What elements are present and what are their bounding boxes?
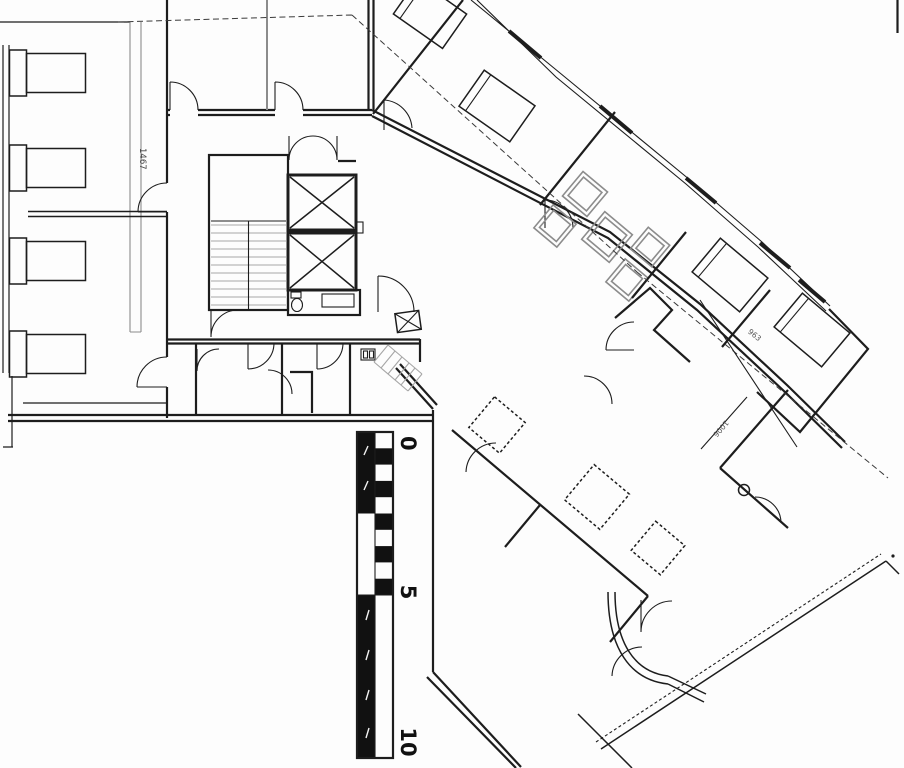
door-arc	[383, 99, 413, 130]
door-arc	[247, 342, 275, 370]
corridor-steps	[373, 344, 423, 392]
sink-fixture	[360, 348, 376, 361]
wc-room	[286, 288, 362, 317]
terrace-parapet	[600, 560, 900, 750]
bed	[8, 237, 87, 285]
lounge-area	[532, 170, 671, 303]
lobby-double-door	[288, 135, 356, 163]
lower-partition	[719, 389, 789, 529]
left-wing-outer-wall	[0, 21, 167, 448]
staircase	[207, 153, 290, 338]
table	[563, 463, 631, 531]
bottom-terrace-wall	[8, 413, 433, 423]
scale-segment	[357, 595, 375, 758]
door-arc	[611, 646, 643, 677]
door-arc	[210, 309, 239, 338]
dimension-label-963: 963	[746, 327, 763, 343]
dimension-label-1006: 1006	[711, 418, 730, 438]
corridor-window-wall	[129, 22, 142, 333]
bed	[8, 330, 87, 378]
door-arc	[137, 182, 168, 213]
toilet-fixture	[290, 291, 304, 313]
door-arc	[136, 356, 168, 388]
upper-diagonal-wing	[371, 0, 846, 449]
scan-scratches	[363, 445, 370, 739]
table	[630, 520, 686, 576]
scale-tick-5: 5	[396, 585, 420, 600]
bed	[457, 69, 537, 143]
lounge-table	[629, 226, 671, 268]
bed	[773, 292, 851, 368]
diagonal-corridor-wall	[371, 109, 846, 449]
lower-wing	[426, 395, 900, 768]
door-arc	[754, 496, 782, 524]
dimension-label-1467: 1467	[137, 148, 147, 170]
right-wing: 1006 963	[583, 231, 870, 529]
lounge-table	[532, 203, 578, 249]
door-arc	[196, 348, 220, 372]
wing-transition-wall	[395, 363, 438, 410]
door-arc	[377, 275, 415, 313]
stepped-wall	[614, 286, 691, 363]
column-detail	[737, 483, 751, 497]
scale-tick-0: 0	[396, 436, 420, 451]
terrace-parapet-inner	[595, 553, 882, 743]
left-wing: 1467	[0, 0, 433, 448]
right-wing-walls	[631, 231, 870, 434]
lounge-table	[561, 170, 609, 218]
scale-divider	[357, 432, 393, 758]
lower-wing-walls	[426, 410, 649, 768]
top-rooms-wall	[167, 108, 372, 117]
table	[467, 395, 527, 455]
stair-elevator-core	[207, 135, 423, 338]
door-arc	[169, 81, 199, 111]
bathroom-row	[167, 338, 438, 415]
room-furniture	[467, 395, 686, 576]
top-rooms	[167, 0, 375, 117]
curved-wall	[607, 591, 707, 703]
scale-checkers	[375, 448, 393, 595]
room-partition	[539, 111, 616, 206]
elevator-shaft	[286, 173, 358, 232]
axis-lines	[117, 14, 889, 479]
door-arc	[640, 600, 673, 633]
elevator-shaft	[286, 221, 364, 292]
wing-junction-wall	[367, 0, 375, 110]
door-arc	[583, 375, 613, 405]
lounge-table	[580, 210, 634, 264]
scale-bar: 0 5 10	[355, 430, 420, 760]
dimension-line	[700, 396, 748, 450]
bed	[8, 49, 87, 97]
counter	[321, 293, 355, 308]
door-arc	[605, 321, 635, 351]
bottom-cut-wall	[577, 713, 633, 768]
wing-end-wall	[372, 0, 464, 115]
scale-tick-10: 10	[396, 727, 420, 756]
bathroom-walls	[167, 338, 422, 415]
bed	[392, 0, 468, 50]
bed	[691, 237, 769, 313]
corner-dot	[891, 554, 895, 558]
door-arc	[274, 81, 304, 111]
small-shaft	[394, 309, 423, 334]
door-arc	[267, 369, 293, 395]
door-arc	[316, 342, 344, 370]
door-arc	[465, 442, 497, 473]
scale-segment	[357, 432, 375, 514]
window-sill	[507, 29, 827, 304]
bed	[8, 144, 87, 192]
axis-dashed-line	[117, 14, 889, 479]
crossing-line	[699, 299, 798, 448]
terrace	[577, 553, 900, 768]
